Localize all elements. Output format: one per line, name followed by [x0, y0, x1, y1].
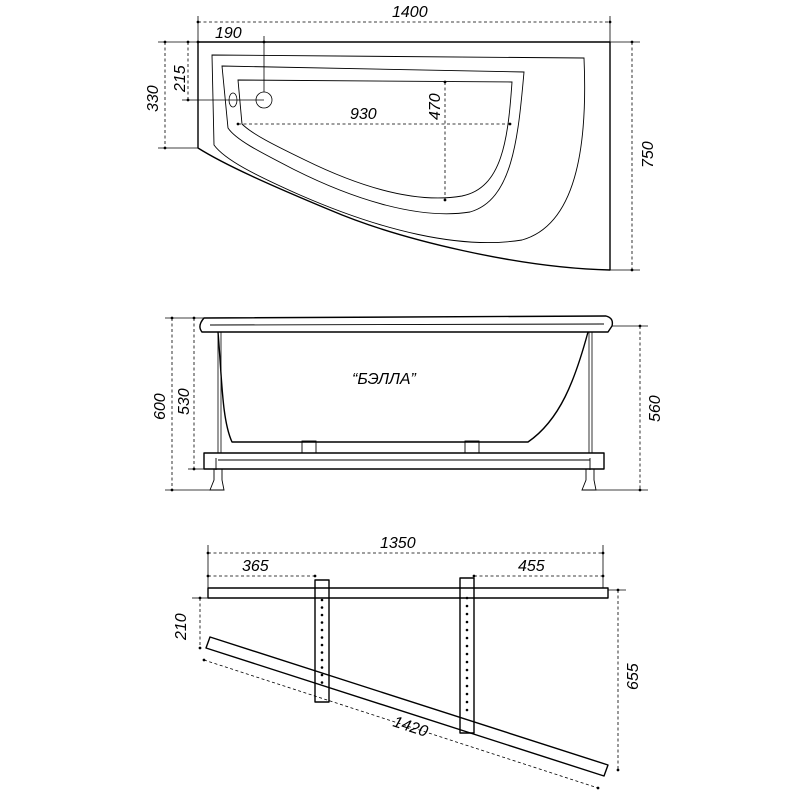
bracket-hole	[320, 628, 324, 632]
bracket-hole	[320, 613, 324, 617]
dim-total-height: 600	[152, 393, 169, 420]
bracket-hole	[320, 681, 324, 684]
model-name-label: “БЭЛЛА”	[352, 371, 417, 388]
frame-bracket-left-holes	[320, 598, 324, 684]
bracket-hole	[465, 644, 469, 648]
front-view: “БЭЛЛА” 600 530 560	[152, 315, 664, 492]
frame-bracket-right-holes	[465, 596, 469, 712]
dim-front-offset: 210	[173, 613, 190, 641]
front-base-frame	[203, 452, 605, 470]
dim-overall-depth: 750	[640, 141, 657, 168]
bracket-hole	[320, 621, 324, 624]
plan-outer-outline	[197, 41, 611, 271]
front-support-block-left	[301, 440, 317, 454]
front-foot-right-icon	[581, 469, 597, 491]
dim-drain-offset-x: 190	[215, 25, 242, 42]
front-rim	[199, 315, 614, 333]
dim-tub-height: 530	[176, 388, 193, 415]
bracket-hole	[320, 636, 324, 639]
bracket-hole	[465, 628, 469, 632]
bracket-hole	[320, 606, 324, 609]
bracket-hole	[320, 598, 324, 602]
frame-top-rail	[207, 587, 609, 599]
front-rim-edge	[209, 323, 605, 326]
bracket-hole	[320, 658, 324, 662]
bracket-hole	[465, 620, 469, 624]
bracket-hole	[465, 676, 469, 680]
bracket-hole	[320, 666, 324, 669]
dim-inner-depth: 470	[427, 93, 444, 120]
plan-view: 1400 190 750 330 215 930 470	[145, 4, 657, 272]
dim-inner-length: 930	[350, 106, 377, 123]
bracket-hole	[465, 708, 469, 712]
bracket-hole	[465, 604, 469, 608]
bracket-hole	[465, 636, 469, 640]
bracket-hole	[465, 596, 469, 600]
dim-frame-height: 560	[647, 395, 664, 422]
bracket-hole	[320, 643, 324, 647]
bracket-hole	[465, 612, 469, 616]
front-support-block-right	[464, 440, 480, 454]
dim-frame-length: 1350	[380, 535, 416, 552]
bracket-hole	[465, 652, 469, 656]
plan-bowl-outer	[221, 65, 525, 215]
bracket-hole	[465, 684, 469, 688]
plan-bowl-inner	[237, 79, 513, 199]
dim-overall-width: 1400	[392, 4, 428, 21]
frame-diagonal-rail	[205, 636, 609, 777]
bracket-hole	[465, 668, 469, 672]
bracket-hole	[465, 692, 469, 696]
bracket-hole	[465, 660, 469, 664]
dim-frame-depth: 655	[625, 663, 642, 690]
front-foot-left-icon	[209, 469, 225, 491]
bracket-hole	[320, 651, 324, 654]
dim-short-side-depth: 330	[145, 85, 162, 112]
dim-drain-offset-y: 215	[172, 65, 189, 93]
plan-rim-inner	[211, 54, 586, 244]
dim-leg-offset-right: 455	[518, 558, 545, 575]
frame-view: 1350 365 455 210 655 1420	[173, 535, 642, 790]
dim-leg-offset-left: 365	[242, 558, 269, 575]
bracket-hole	[465, 700, 469, 704]
bracket-hole	[320, 673, 324, 677]
